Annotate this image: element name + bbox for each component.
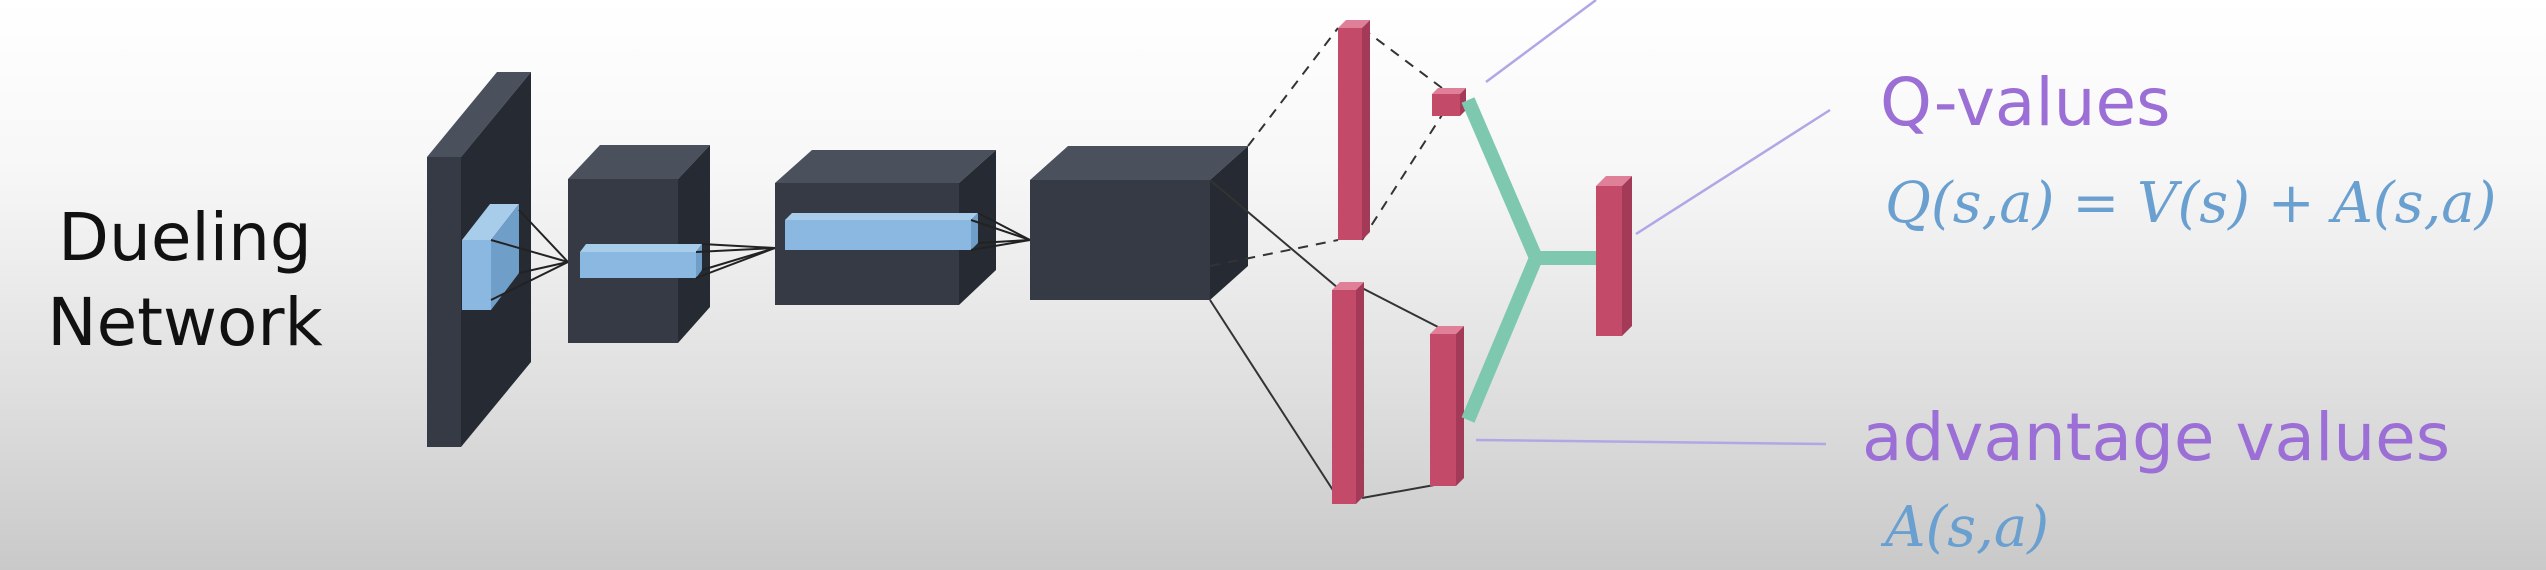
conv2-kernel bbox=[785, 213, 978, 250]
conv1-kernel bbox=[580, 244, 702, 278]
conv-block-3 bbox=[1030, 146, 1248, 300]
connector-lines-1 bbox=[490, 209, 569, 301]
advantage-output-layer bbox=[1430, 326, 1464, 486]
annotation-lines bbox=[1475, 0, 1831, 446]
q-values-formula: Q(s,a) = V(s) + A(s,a) bbox=[1885, 171, 2497, 236]
connector-lines-3 bbox=[970, 212, 1031, 251]
advantage-stream-connections bbox=[1209, 179, 1441, 499]
connector-lines-2 bbox=[695, 243, 776, 279]
q-values-label: Q-values bbox=[1880, 64, 2171, 141]
advantage-fc-layer bbox=[1332, 282, 1364, 504]
title-network: Network bbox=[47, 284, 323, 361]
advantage-values-label: advantage values bbox=[1862, 399, 2450, 476]
input-kernel bbox=[462, 204, 519, 310]
value-fc-layer bbox=[1338, 20, 1370, 240]
value-stream-connections bbox=[1209, 27, 1443, 267]
title-dueling: Dueling bbox=[58, 199, 312, 276]
q-values-layer bbox=[1596, 176, 1632, 336]
advantage-formula: A(s,a) bbox=[1880, 495, 2049, 560]
state-value-unit bbox=[1432, 88, 1466, 116]
aggregation-connector bbox=[1461, 97, 1600, 423]
